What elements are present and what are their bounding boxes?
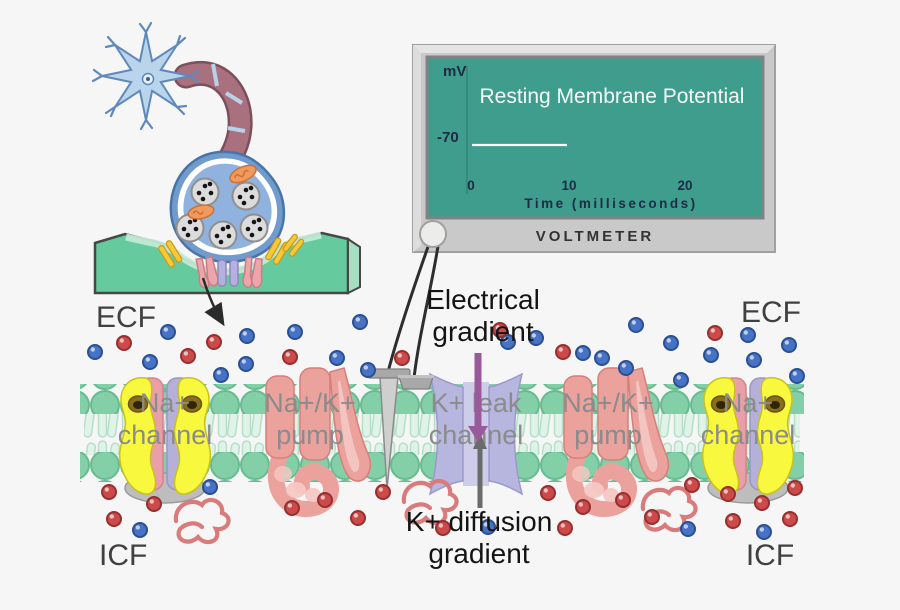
- blue-ion: [789, 368, 805, 384]
- blue-ion: [594, 350, 610, 366]
- x-tick-10: 10: [561, 178, 576, 193]
- red-ion: [206, 334, 222, 350]
- red-ion: [575, 499, 591, 515]
- synaptic-receptors: [158, 233, 305, 289]
- synaptic-vesicle: [208, 220, 238, 250]
- red-ion: [146, 496, 162, 512]
- nak-pump-left-label-1: Na+/K+: [264, 388, 356, 418]
- blue-ion: [160, 324, 176, 340]
- k-diffusion-arrow: [473, 433, 487, 508]
- electrical-gradient-arrow: [468, 353, 488, 442]
- blue-ion: [287, 324, 303, 340]
- blue-ion: [781, 337, 797, 353]
- mitochondrion: [187, 204, 215, 220]
- x-axis-label: Time (milliseconds): [524, 196, 697, 211]
- blue-ion: [87, 344, 103, 360]
- nak-pump-left-label-2: pump: [276, 420, 344, 450]
- blue-ion: [673, 372, 689, 388]
- blue-ion: [663, 335, 679, 351]
- blue-ion: [202, 479, 218, 495]
- red-ion: [787, 480, 803, 496]
- na-channel-right-label-2: channel: [701, 420, 796, 450]
- blue-ion: [680, 521, 696, 537]
- voltmeter-port-knob: [419, 220, 447, 248]
- voltmeter-screen: [425, 55, 765, 220]
- red-ion: [394, 350, 410, 366]
- blue-ion: [740, 327, 756, 343]
- x-tick-20: 20: [677, 178, 692, 193]
- blue-ion: [575, 345, 591, 361]
- electrical-gradient-label-1: Electrical: [426, 284, 540, 315]
- icf-label-right: ICF: [746, 539, 794, 572]
- blue-ion: [238, 356, 254, 372]
- voltmeter: mV Resting Membrane Potential -70 0 10 2…: [386, 44, 776, 379]
- blue-ion: [360, 362, 376, 378]
- red-ion: [282, 349, 298, 365]
- ecf-label-right: ECF: [741, 296, 801, 329]
- icf-label-left: ICF: [99, 539, 147, 572]
- red-ion: [725, 513, 741, 529]
- synapse-zoom-arrow: [201, 277, 225, 327]
- red-ion: [540, 485, 556, 501]
- ecf-label-left: ECF: [96, 301, 156, 334]
- reference-electrode-icon: [398, 375, 434, 390]
- synaptic-vesicle: [190, 177, 220, 207]
- blue-ion: [239, 328, 255, 344]
- y-axis-tick: -70: [437, 129, 459, 146]
- blue-ion: [352, 314, 368, 330]
- blue-ion: [618, 360, 634, 376]
- electrical-gradient-label-2: gradient: [432, 316, 533, 347]
- neuron-soma: [91, 21, 201, 131]
- red-ion: [684, 477, 700, 493]
- electrode-wire-left: [386, 243, 431, 373]
- red-ion: [284, 500, 300, 516]
- k-diffusion-gradient-label-1: K+ diffusion: [406, 506, 553, 537]
- device-label: VOLTMETER: [536, 228, 654, 245]
- red-ion: [555, 344, 571, 360]
- blue-ion: [756, 524, 772, 540]
- red-ion: [180, 348, 196, 364]
- blue-ion: [329, 350, 345, 366]
- blue-ion: [132, 522, 148, 538]
- na-channel-left-label-2: channel: [118, 420, 213, 450]
- axon: [173, 60, 253, 173]
- red-ion: [707, 325, 723, 341]
- red-ion: [317, 492, 333, 508]
- blue-ion: [628, 317, 644, 333]
- mitochondrion: [229, 164, 257, 184]
- synapse-illustration: [91, 21, 361, 327]
- red-ion: [375, 484, 391, 500]
- red-ion: [350, 510, 366, 526]
- blue-ion: [142, 354, 158, 370]
- red-ion: [615, 492, 631, 508]
- synaptic-vesicle: [239, 213, 269, 243]
- blue-ion: [213, 367, 229, 383]
- screen-unit-label: mV: [443, 63, 466, 80]
- na-channel-right-label-1: Na+: [723, 388, 773, 418]
- red-ion: [557, 520, 573, 536]
- x-tick-0: 0: [467, 178, 475, 193]
- synaptic-vesicle: [231, 181, 261, 211]
- synaptic-terminal: [169, 150, 286, 264]
- screen-title: Resting Membrane Potential: [480, 85, 745, 108]
- electrode-wire-right: [412, 245, 440, 379]
- nak-pump-right-label-1: Na+/K+: [562, 388, 654, 418]
- blue-ion: [746, 352, 762, 368]
- na-channel-left-label-1: Na+: [140, 388, 190, 418]
- ions-layer: [87, 314, 805, 540]
- red-ion: [644, 509, 660, 525]
- k-diffusion-gradient-label-2: gradient: [428, 538, 529, 569]
- red-ion: [106, 511, 122, 527]
- nak-pump-right-label-2: pump: [574, 420, 642, 450]
- red-ion: [720, 486, 736, 502]
- red-ion: [116, 335, 132, 351]
- red-ion: [754, 495, 770, 511]
- red-ion: [782, 511, 798, 527]
- blue-ion: [703, 347, 719, 363]
- red-ion: [101, 484, 117, 500]
